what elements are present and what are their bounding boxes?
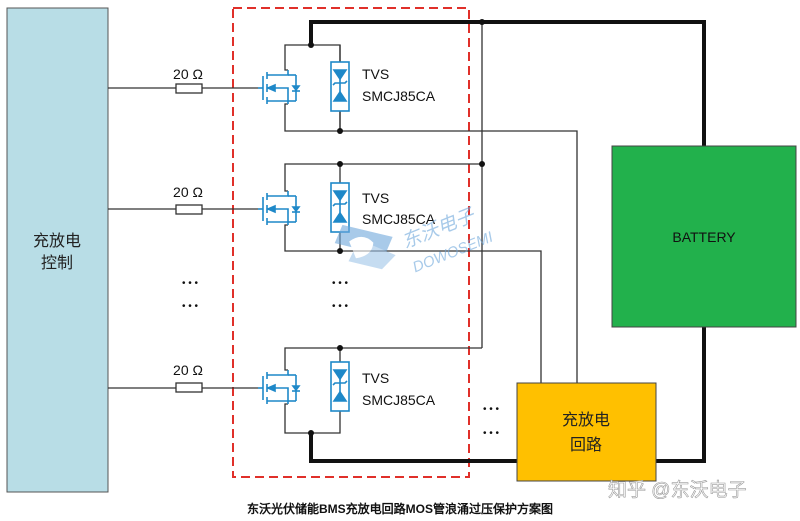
tvs-label: TVS [362, 370, 389, 386]
tvs-label: TVS [362, 66, 389, 82]
tvs-part-number: SMCJ85CA [362, 211, 436, 227]
resistor-label: 20 Ω [173, 66, 203, 82]
junction-dot [479, 161, 485, 167]
ellipsis: • • • [332, 301, 349, 312]
resistor [175, 204, 203, 215]
charge-circuit-block [516, 382, 657, 482]
battery-label: BATTERY [672, 229, 736, 245]
control-block [6, 7, 109, 493]
junction-dot [479, 19, 485, 25]
ellipsis: • • • [182, 301, 199, 312]
tvs-label: TVS [362, 190, 389, 206]
resistor-label: 20 Ω [173, 362, 203, 378]
ellipsis: • • • [182, 278, 199, 289]
ellipsis: • • • [332, 278, 349, 289]
tvs-diode-icon [330, 61, 350, 112]
resistor [175, 382, 203, 393]
channel-rails [284, 163, 341, 252]
control-block-line1: 充放电 [33, 232, 81, 250]
junction-dot [337, 161, 343, 167]
tvs-diode-icon [330, 361, 350, 412]
battery-block [611, 145, 797, 328]
resistor-label: 20 Ω [173, 184, 203, 200]
junction-dot [308, 42, 314, 48]
mos-channel-2 [258, 161, 350, 254]
mosfet-icon [258, 191, 301, 225]
junction-dot [337, 345, 343, 351]
figure-caption: 东沃光伏储能BMS充放电回路MOS管浪涌过压保护方案图 [247, 501, 553, 516]
resistor [175, 83, 203, 94]
tvs-part-number: SMCJ85CA [362, 88, 436, 104]
charge-circuit-line2: 回路 [570, 436, 602, 454]
mosfet-icon [258, 370, 301, 404]
control-block-line2: 控制 [41, 254, 73, 272]
charge-circuit-line1: 充放电 [562, 411, 610, 429]
channel-rails [284, 347, 341, 434]
ellipsis: • • • [483, 428, 500, 439]
ellipsis: • • • [483, 404, 500, 415]
tvs-diode-icon [330, 182, 350, 233]
mos-channel-1 [258, 42, 350, 134]
protection-boundary [232, 7, 470, 478]
battery-bus-wiring [309, 20, 706, 463]
tvs-part-number: SMCJ85CA [362, 392, 436, 408]
mosfet-icon [258, 70, 301, 104]
junction-dot [337, 248, 343, 254]
gate-resistors [175, 83, 203, 393]
zhihu-watermark: 知乎 @东沃电子 [608, 479, 747, 501]
junction-dot [337, 128, 343, 134]
junction-dot [308, 430, 314, 436]
signal-wiring [108, 22, 578, 389]
mos-channel-3 [258, 345, 350, 436]
dowosemi-logo-mark [334, 224, 396, 270]
